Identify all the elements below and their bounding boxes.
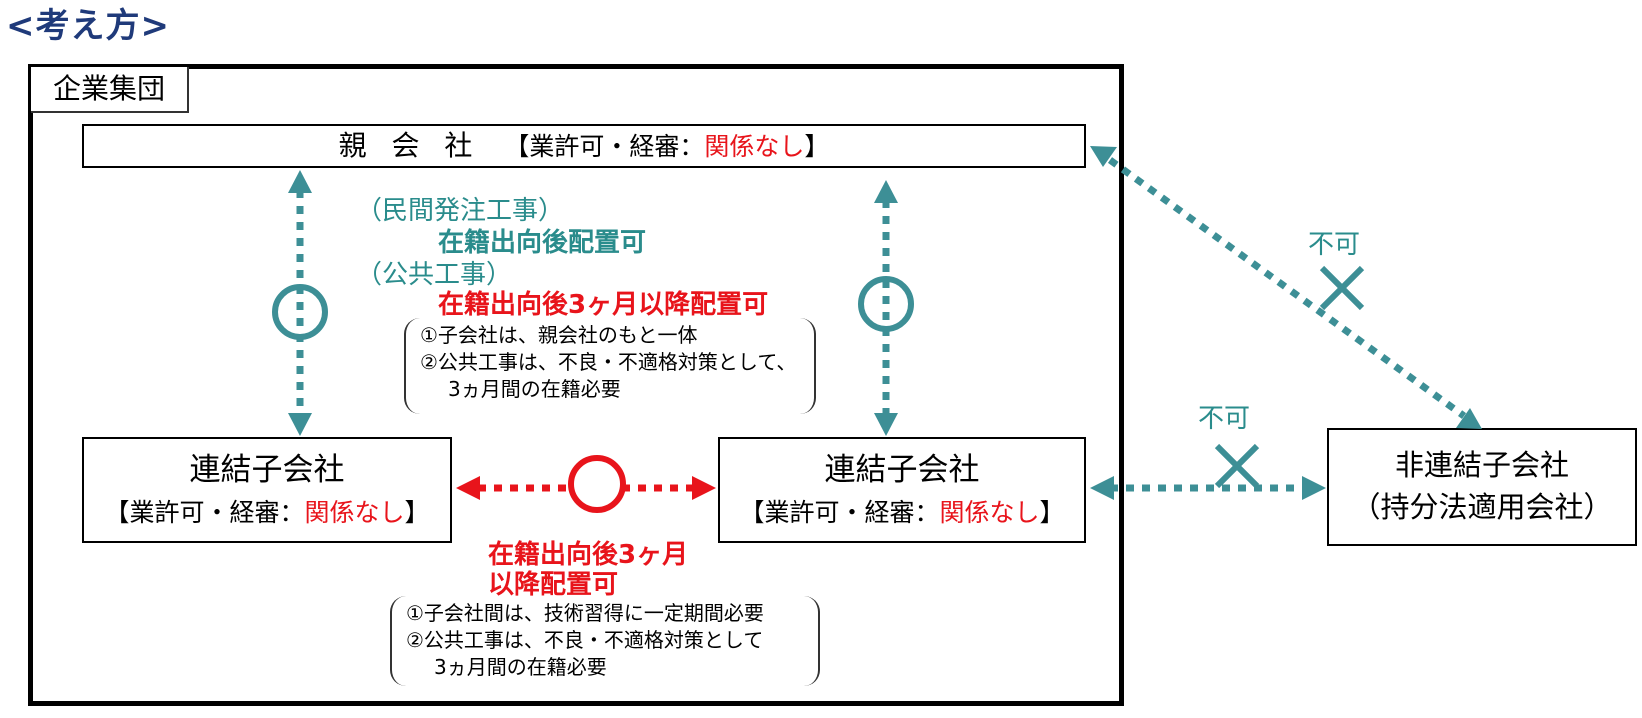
subsidiary-left-note: 【業許可・経審：関係なし】: [84, 491, 450, 535]
subsidiary-right-note-highlight: 関係なし: [939, 498, 1040, 527]
parent-note-prefix: 【業許可・経審：: [504, 132, 705, 161]
parent-right-sub-link: [858, 180, 914, 436]
sub-sub-reason-2: ②公共工事は、不良・不適格対策として: [406, 628, 764, 652]
not-allowed-lower-cross-b: [1214, 443, 1260, 489]
not-allowed-lower-label: 不可: [1198, 404, 1251, 434]
subsidiary-left-note-highlight: 関係なし: [304, 498, 405, 527]
parent-company-name: 親 会 社: [338, 129, 481, 162]
non-consolidated-line2: （持分法適用会社）: [1351, 490, 1613, 524]
non-consolidated-subsidiary-box: 非連結子会社 （持分法適用会社）: [1327, 428, 1637, 546]
parent-to-nonsub-arrowhead-bottom: [1456, 408, 1482, 429]
parent-left-sub-link: [272, 170, 328, 436]
parent-company-box: 親 会 社【業許可・経審：関係なし】: [82, 124, 1086, 168]
private-works-label: （民間発注工事）: [356, 196, 565, 226]
sub-to-nonsub-arrowhead-right: [1302, 476, 1326, 500]
not-allowed-upper-label: 不可: [1308, 230, 1361, 260]
private-works-rule: 在籍出向後配置可: [438, 228, 647, 258]
corporate-group-frame: [28, 64, 1124, 706]
sub-sub-reason-3: 3ヵ月間の在籍必要: [434, 655, 607, 679]
parent-to-nonsub-dotted-line: [1107, 157, 1467, 419]
parent-sub-reason-3: 3ヵ月間の在籍必要: [448, 377, 621, 401]
not-allowed-upper-cross-b: [1319, 265, 1365, 311]
sub-to-sub-arrowhead-right: [692, 476, 716, 500]
parent-left-sub-arrowhead-up: [288, 170, 312, 193]
parent-right-sub-arrowhead-up: [874, 180, 898, 203]
consolidated-subsidiary-left-box: 連結子会社 【業許可・経審：関係なし】: [82, 437, 452, 543]
parent-note-suffix: 】: [804, 132, 830, 161]
sub-to-sub-rule-line1: 在籍出向後3ヶ月: [488, 540, 689, 570]
parent-sub-reasons-note: ①子会社は、親会社のもと一体 ②公共工事は、不良・不適格対策として、 3ヵ月間の…: [404, 318, 816, 414]
sub-to-sub-rule-line2: 以降配置可: [488, 570, 619, 600]
consolidated-subsidiary-right-box: 連結子会社 【業許可・経審：関係なし】: [718, 437, 1086, 543]
subsidiary-right-note-prefix: 【業許可・経審：: [739, 498, 940, 527]
subsidiary-left-note-suffix: 】: [404, 498, 430, 527]
parent-to-nonsub-arrowhead-top: [1090, 146, 1117, 167]
subsidiary-right-note: 【業許可・経審：関係なし】: [720, 491, 1084, 535]
sub-to-sub-ok-circle: [568, 455, 626, 513]
parent-right-sub-arrowhead-down: [874, 413, 898, 436]
parent-sub-reason-2: ②公共工事は、不良・不適格対策として、: [420, 350, 797, 374]
parent-note-highlight: 関係なし: [704, 132, 805, 161]
corporate-group-label: 企業集団: [31, 67, 189, 113]
parent-to-nonsub-link: [1090, 146, 1482, 429]
public-works-label: （公共工事）: [356, 260, 513, 290]
diagram-heading: <考え方>: [6, 6, 170, 46]
sub-to-nonsub-link: [1090, 443, 1326, 500]
sub-to-nonsub-arrowhead-left: [1090, 476, 1114, 500]
parent-right-sub-ok-circle: [858, 276, 914, 332]
subsidiary-left-title: 連結子会社: [189, 452, 345, 488]
sub-to-sub-arrowhead-left: [456, 476, 480, 500]
subsidiary-right-note-suffix: 】: [1039, 498, 1065, 527]
subsidiary-left-note-prefix: 【業許可・経審：: [104, 498, 305, 527]
parent-left-sub-arrowhead-down: [288, 413, 312, 436]
sub-sub-reasons-note: ①子会社間は、技術習得に一定期間必要 ②公共工事は、不良・不適格対策として 3ヵ…: [390, 596, 820, 686]
subsidiary-right-title: 連結子会社: [824, 452, 980, 488]
sub-sub-reason-1: ①子会社間は、技術習得に一定期間必要: [406, 601, 764, 625]
non-consolidated-line1: 非連結子会社: [1394, 448, 1569, 482]
public-works-rule: 在籍出向後3ヶ月以降配置可: [438, 290, 769, 320]
sub-to-sub-link: [456, 455, 716, 513]
parent-sub-reason-1: ①子会社は、親会社のもと一体: [420, 323, 698, 347]
parent-left-sub-ok-circle: [272, 284, 328, 340]
